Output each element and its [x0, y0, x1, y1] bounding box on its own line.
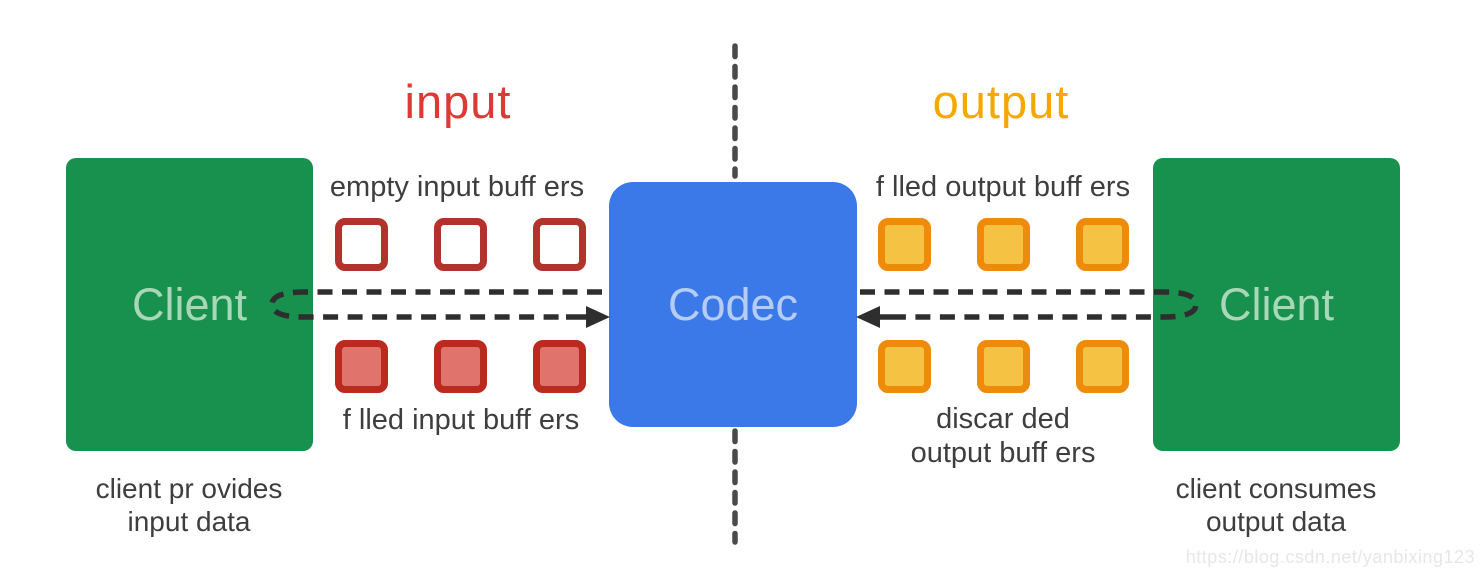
discarded-output-buffers-label: discar ded output buff ers: [883, 402, 1123, 470]
right-client-title: Client: [1218, 278, 1335, 330]
buffer-square-discarded-output: [977, 340, 1030, 393]
output-loop-dashed-arrow: [860, 289, 1199, 320]
left-client-box: Client: [66, 158, 313, 451]
input-arrowhead-icon: [586, 306, 610, 328]
watermark-url: https://blog.csdn.net/yanbixing123: [1185, 547, 1475, 567]
buffer-square-filled-input: [335, 340, 388, 393]
filled-output-buffer-row: [878, 218, 1129, 271]
left-client-title: Client: [131, 278, 248, 330]
input-section-label: input: [404, 75, 512, 128]
buffer-square-discarded-output: [1076, 340, 1129, 393]
left-client-caption: client pr ovides input data: [59, 472, 319, 538]
buffer-square-filled-output: [977, 218, 1030, 271]
right-caption-line1: client consumes: [1175, 473, 1377, 504]
buffer-square-empty-input: [335, 218, 388, 271]
input-loop-dashed-arrow: [269, 289, 602, 320]
buffer-square-filled-input: [434, 340, 487, 393]
buffer-square-empty-input: [533, 218, 586, 271]
discarded-output-buffer-row: [878, 340, 1129, 393]
buffer-square-filled-output: [878, 218, 931, 271]
filled-input-buffer-row: [335, 340, 586, 393]
buffer-square-filled-output: [1076, 218, 1129, 271]
right-caption-line2: output data: [1205, 506, 1347, 537]
output-arrowhead-icon: [856, 306, 880, 328]
discarded-label-line1: discar ded: [936, 403, 1070, 435]
left-caption-line1: client pr ovides: [95, 473, 283, 504]
discarded-label-line2: output buff ers: [910, 437, 1096, 469]
buffer-square-filled-input: [533, 340, 586, 393]
output-section-label: output: [932, 75, 1070, 128]
buffer-square-empty-input: [434, 218, 487, 271]
empty-input-buffer-row: [335, 218, 586, 271]
codec-title: Codec: [667, 278, 799, 330]
empty-input-buffers-label: empty input buff ers: [329, 171, 585, 203]
right-client-caption: client consumes output data: [1146, 472, 1406, 538]
right-client-box: Client: [1153, 158, 1400, 451]
filled-input-buffers-label: f lled input buff ers: [342, 404, 580, 436]
codec-box: Codec: [609, 182, 857, 427]
filled-output-buffers-label: f lled output buff ers: [875, 171, 1131, 203]
left-caption-line2: input data: [127, 506, 251, 537]
buffer-square-discarded-output: [878, 340, 931, 393]
